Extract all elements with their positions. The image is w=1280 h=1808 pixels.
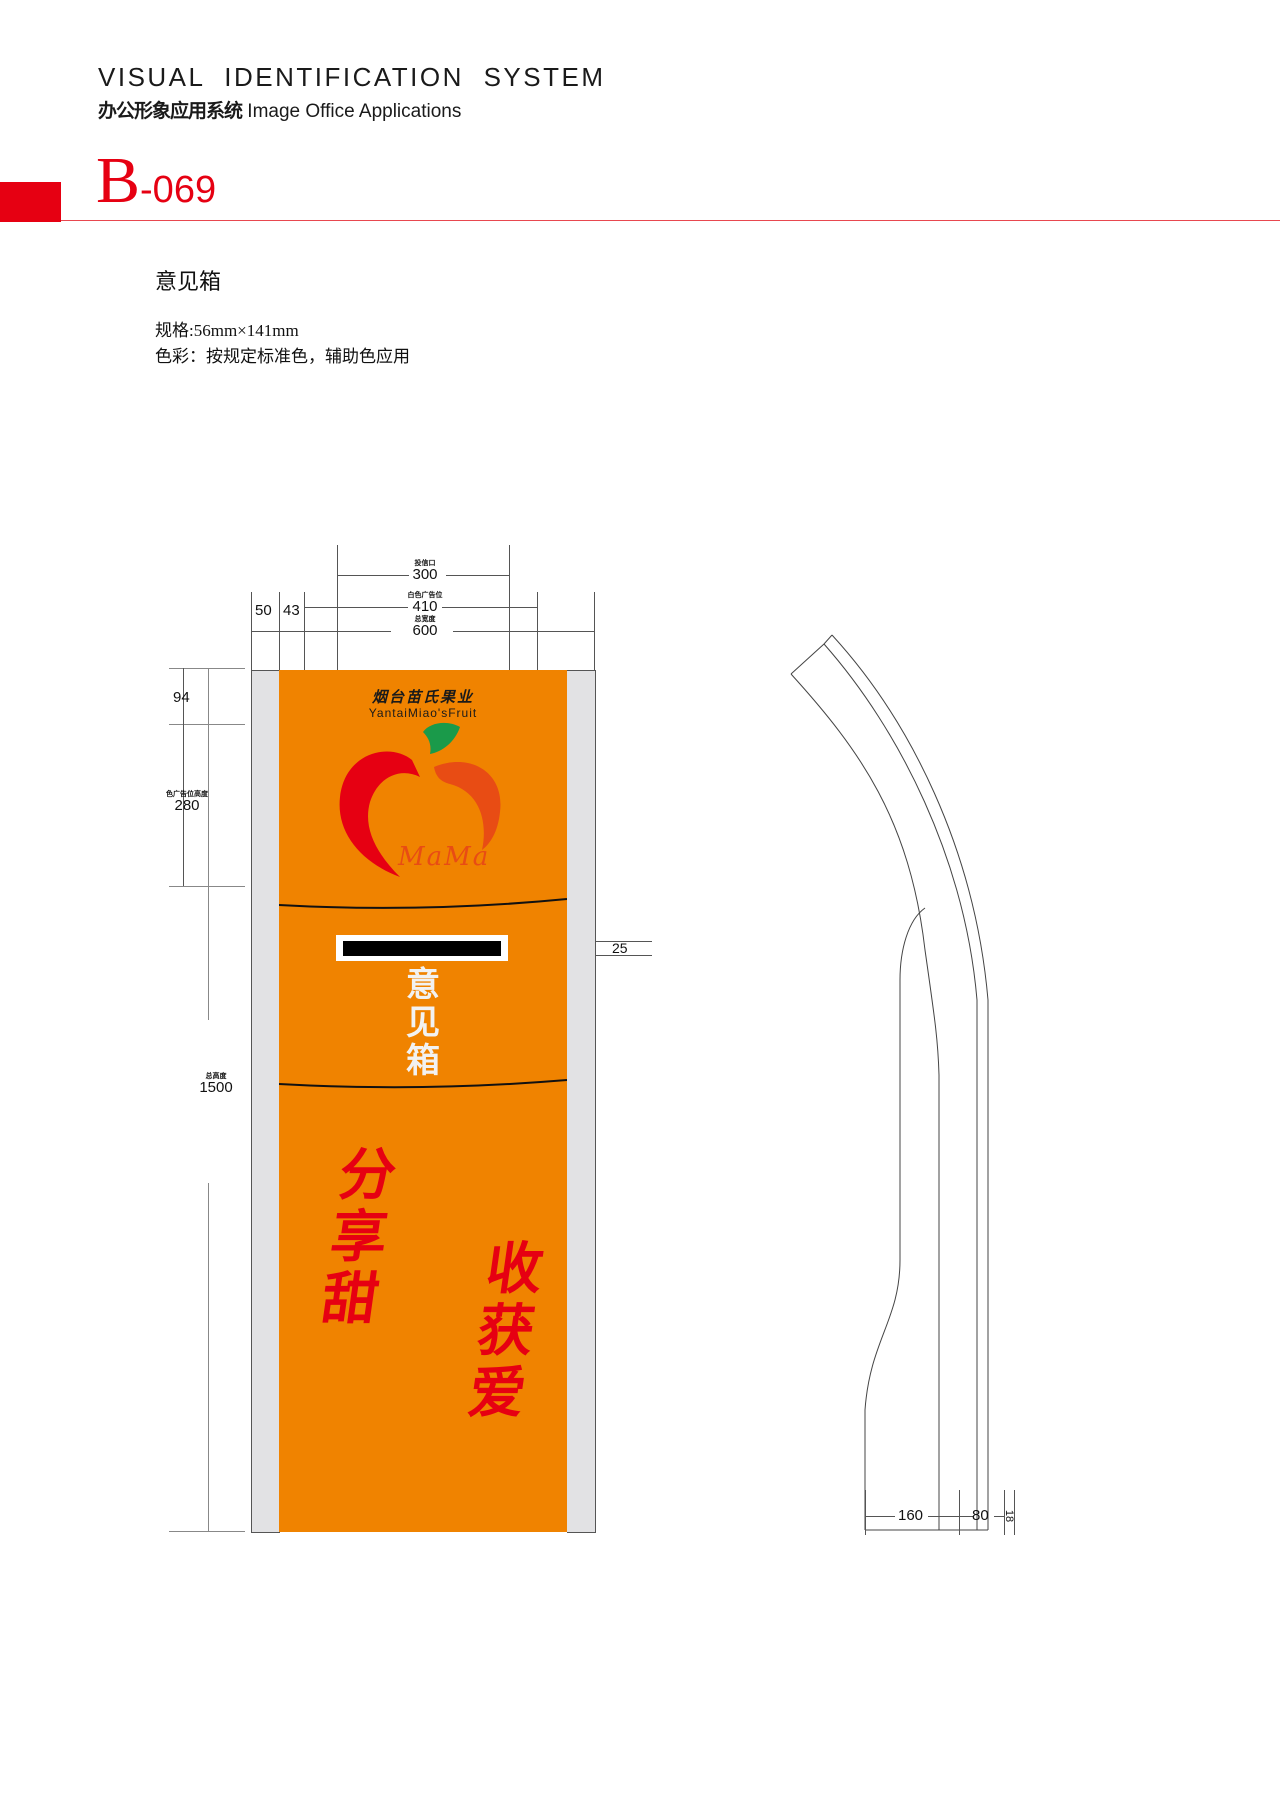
left-side-strip: [251, 670, 280, 1533]
dim-ad-height: 色广告位高度 280: [166, 791, 208, 814]
dim-total-width: 总宽度 600: [412, 616, 438, 639]
side-profile-outline: [790, 634, 989, 1531]
page-code-letter: B: [96, 144, 141, 217]
dim-guide: [1014, 1490, 1015, 1535]
dim-ad-width: 白色广告位 410: [407, 592, 443, 615]
dim-line: [928, 1516, 973, 1517]
subtitle-cn: 办公形象应用系统: [98, 101, 243, 122]
box-label: 意 见 箱: [406, 965, 440, 1081]
page-code: B-069: [96, 148, 216, 223]
dim-line: [208, 1183, 209, 1531]
dim-line: [169, 724, 245, 725]
header-subtitle: 办公形象应用系统 Image Office Applications: [98, 96, 461, 123]
dim-slot-width: 投信口 300: [412, 560, 438, 583]
upper-seam: [279, 898, 567, 909]
header-title: VISUAL IDENTIFICATION SYSTEM: [98, 62, 606, 92]
dim-panel-thickness: 18: [1003, 1509, 1016, 1523]
dim-line: [446, 575, 509, 576]
dim-line: [442, 607, 537, 608]
dim-top-margin: 94: [173, 689, 190, 706]
mail-slot: [336, 935, 508, 961]
page-code-number: -069: [140, 169, 217, 211]
dim-line: [169, 886, 245, 887]
subtitle-en: Image Office Applications: [247, 101, 462, 122]
dim-line: [183, 668, 184, 886]
dim-side-margin: 50: [255, 602, 272, 619]
spec-color: 色彩：按规定标准色，辅助色应用: [155, 347, 410, 366]
right-side-strip: [567, 670, 596, 1533]
item-title: 意见箱: [155, 270, 222, 295]
dim-line: [169, 668, 245, 669]
spec-size: 规格:56mm×141mm: [155, 321, 299, 340]
dim-line: [994, 1516, 1004, 1517]
dim-slot-height: 25: [612, 940, 628, 956]
logo-mama-text: MaMa: [398, 842, 491, 872]
header-divider: [61, 220, 1280, 221]
brand-name-cn: 烟台苗氏果业: [371, 688, 474, 706]
dim-guide: [1004, 1490, 1005, 1535]
apple-logo-icon: [339, 722, 501, 877]
dim-line: [251, 631, 391, 632]
red-accent-block: [0, 182, 61, 222]
brand-name-en: YantaiMiao'sFruit: [368, 706, 478, 720]
dim-base-depth: 160: [898, 1507, 924, 1524]
dim-line: [596, 941, 652, 942]
dim-guide: [865, 1490, 866, 1535]
mail-slot-opening: [343, 941, 501, 956]
brand-block: 烟台苗氏果业 YantaiMiao'sFruit: [279, 686, 567, 720]
dim-line: [337, 575, 409, 576]
orange-front-panel: [279, 670, 567, 1532]
dim-line: [865, 1516, 895, 1517]
item-spec: 规格:56mm×141mm 色彩：按规定标准色，辅助色应用: [155, 318, 410, 370]
dim-line: [304, 607, 408, 608]
dim-guide: [959, 1490, 960, 1535]
dim-line: [208, 668, 209, 1020]
dim-body-depth: 80: [972, 1507, 989, 1524]
dim-guide: [594, 592, 595, 670]
dim-total-height: 总高度 1500: [199, 1073, 233, 1096]
dim-line: [453, 631, 594, 632]
lower-seam: [279, 1079, 567, 1089]
dim-line: [169, 1531, 245, 1532]
dim-inner-margin: 43: [283, 602, 300, 619]
dim-line: [596, 955, 652, 956]
